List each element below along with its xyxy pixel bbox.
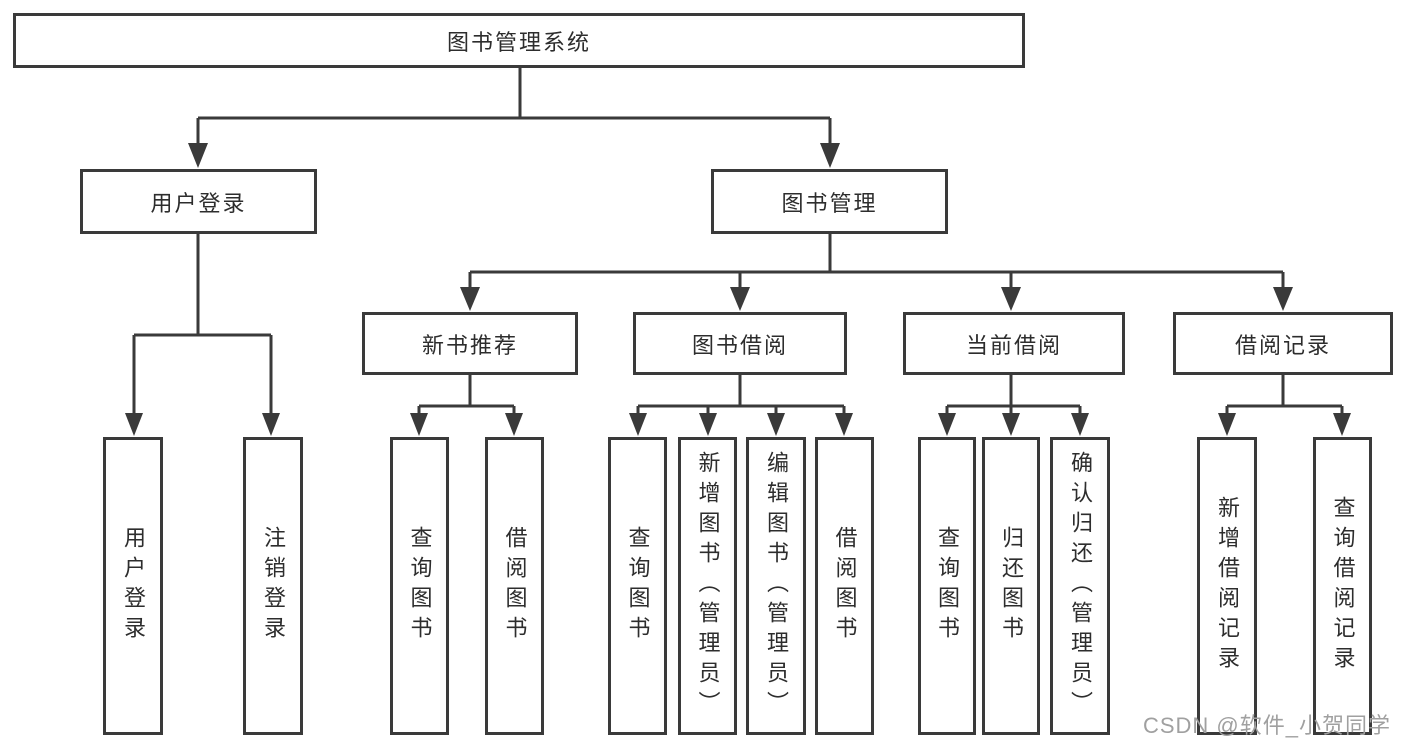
leaf-return-books: 归还图书 — [982, 437, 1040, 735]
node-label: 图书管理系统 — [446, 29, 591, 55]
node-label: 借阅图书 — [832, 526, 858, 646]
node-book-borrow: 图书借阅 — [633, 312, 847, 375]
node-label: 图书管理 — [781, 190, 878, 216]
node-borrow-records: 借阅记录 — [1173, 312, 1393, 375]
node-library-management-system: 图书管理系统 — [13, 13, 1025, 68]
node-label: 借阅图书 — [502, 526, 528, 646]
node-label: 当前借阅 — [965, 332, 1062, 358]
connector-borrow-records-to-leaves — [1218, 375, 1351, 436]
leaf-user-login: 用户登录 — [103, 437, 163, 735]
connector-root-to-level2 — [188, 68, 840, 168]
leaf-borrow-books: 借阅图书 — [815, 437, 874, 735]
node-label: 查询图书 — [625, 526, 651, 646]
node-label: 用户登录 — [121, 526, 146, 646]
leaf-edit-books-admin: 编辑图书（管理员） — [746, 437, 806, 735]
leaf-borrow-books-recommend: 借阅图书 — [485, 437, 544, 735]
leaf-add-books-admin: 新增图书（管理员） — [678, 437, 737, 735]
connector-book-borrow-to-leaves — [629, 375, 853, 436]
leaf-query-borrow-record: 查询借阅记录 — [1313, 437, 1372, 735]
node-new-book-recommend: 新书推荐 — [362, 312, 578, 375]
leaf-confirm-return-admin: 确认归还（管理员） — [1050, 437, 1110, 735]
connector-user-login-to-leaves — [125, 234, 280, 436]
leaf-logout: 注销登录 — [243, 437, 303, 735]
node-label: 查询借阅记录 — [1330, 496, 1356, 676]
csdn-watermark: CSDN @软件_小贺同学 — [1142, 713, 1391, 738]
node-label: 查询图书 — [935, 526, 960, 646]
node-label: 借阅记录 — [1234, 332, 1331, 358]
node-label: 新增借阅记录 — [1215, 496, 1240, 676]
node-label: 新增图书（管理员） — [695, 451, 721, 721]
connector-book-management-to-level3 — [460, 234, 1293, 311]
leaf-query-books-borrow: 查询图书 — [608, 437, 667, 735]
leaf-query-books-current: 查询图书 — [918, 437, 976, 735]
node-book-management: 图书管理 — [711, 169, 948, 234]
node-user-login: 用户登录 — [80, 169, 317, 234]
node-label: 注销登录 — [261, 526, 286, 646]
node-current-borrow: 当前借阅 — [903, 312, 1125, 375]
node-label: 编辑图书（管理员） — [764, 451, 789, 721]
node-label: 归还图书 — [999, 526, 1024, 646]
node-label: 查询图书 — [407, 526, 433, 646]
node-label: 新书推荐 — [421, 332, 518, 358]
node-label: 图书借阅 — [691, 332, 788, 358]
connector-new-book-recommend-to-leaves — [410, 375, 523, 436]
node-label: 用户登录 — [150, 190, 247, 216]
leaf-add-borrow-record: 新增借阅记录 — [1197, 437, 1257, 735]
connector-current-borrow-to-leaves — [938, 375, 1089, 436]
leaf-query-books-recommend: 查询图书 — [390, 437, 449, 735]
node-label: 确认归还（管理员） — [1068, 451, 1093, 721]
